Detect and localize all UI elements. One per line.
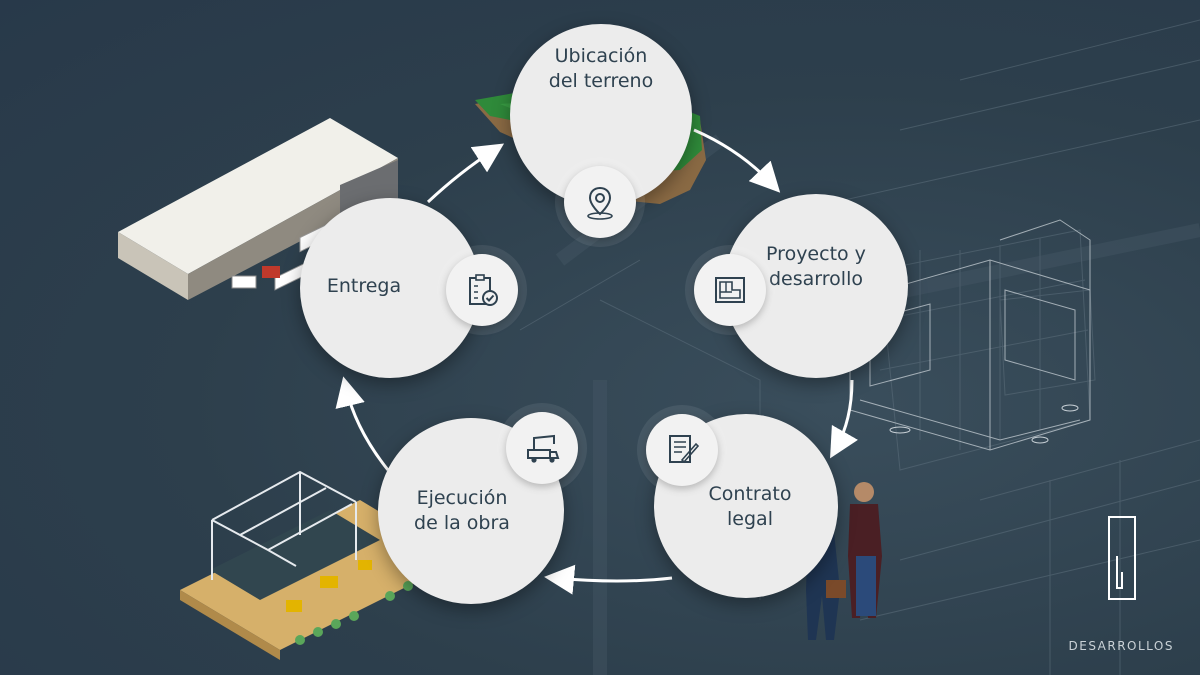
blueprint-icon	[694, 254, 766, 326]
arrow-contrato-to-ejecucion	[544, 564, 673, 595]
step-ubicacion-label: Ubicación del terreno	[510, 44, 692, 94]
step-proyecto-line1: Proyecto y	[766, 243, 866, 265]
step-entrega-label: Entrega	[314, 274, 414, 299]
crane-truck-icon	[506, 412, 578, 484]
arrow-ejecucion-to-entrega	[335, 376, 390, 471]
step-contrato-line1: Contrato	[708, 483, 792, 505]
brand-name: DESARROLLOS	[1068, 639, 1174, 653]
arrow-ubicacion-to-proyecto	[693, 128, 781, 193]
arrow-proyecto-to-contrato	[830, 379, 858, 459]
step-ejecucion-line2: de la obra	[414, 512, 510, 534]
arrow-entrega-to-ubicacion	[426, 143, 505, 204]
checklist-icon	[446, 254, 518, 326]
contract-signing-icon	[646, 414, 718, 486]
step-proyecto-label: Proyecto y desarrollo	[746, 242, 886, 292]
step-ubicacion-line2: del terreno	[548, 70, 654, 92]
step-ubicacion-line1: Ubicación	[554, 45, 648, 67]
brand-logo-icon	[1108, 516, 1136, 600]
step-ejecucion-label: Ejecución de la obra	[382, 486, 542, 536]
step-ejecucion-line1: Ejecución	[416, 487, 508, 509]
step-entrega-line1: Entrega	[326, 275, 402, 297]
step-contrato-line2: legal	[727, 508, 773, 530]
step-contrato-label: Contrato legal	[690, 482, 810, 532]
location-pin-icon	[564, 166, 636, 238]
step-proyecto-line2: desarrollo	[769, 268, 863, 290]
